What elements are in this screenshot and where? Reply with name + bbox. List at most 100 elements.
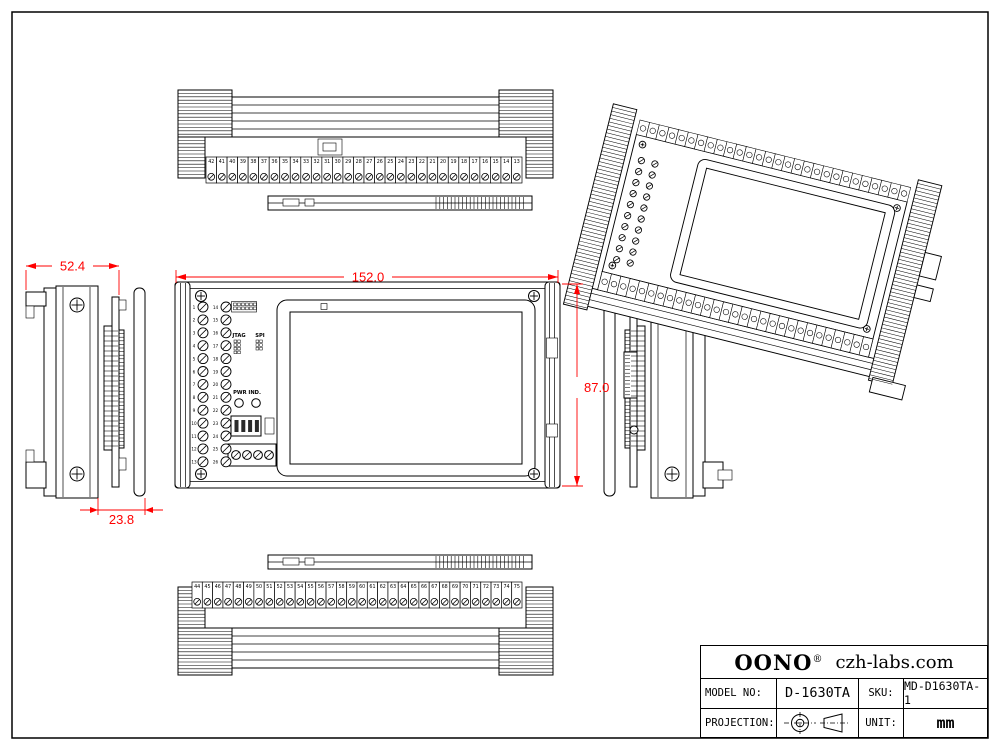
terminal-number: 46 (215, 584, 221, 590)
terminal-number: 44 (194, 584, 200, 590)
terminal-number: 5 (193, 356, 196, 361)
jtag-label: JTAG (231, 333, 245, 339)
front-terminals: 1234567891011121314151617181920212223242… (191, 290, 540, 480)
touchscreen-display (679, 167, 886, 320)
terminal-number: 15 (493, 159, 499, 165)
side-details (69, 297, 124, 482)
terminal-number: 75 (514, 584, 520, 590)
pin (233, 350, 237, 354)
terminal-number: 33 (303, 159, 309, 165)
dip-switch (248, 420, 253, 432)
terminal-number: 38 (250, 159, 256, 165)
dimension-annotations: 152.0 87.0 52.4 23.8 (25, 259, 609, 527)
terminal-number: 9 (193, 408, 196, 413)
terminal-number: 45 (204, 584, 210, 590)
terminal-number: 52 (277, 584, 283, 590)
pin-row (435, 556, 524, 568)
terminal-number: 17 (472, 159, 478, 165)
projection-row: PROJECTION: UNIT: mm (701, 707, 987, 737)
unit-label: UNIT: (858, 708, 903, 737)
terminal-number: 20 (213, 382, 219, 387)
pin (255, 343, 259, 347)
rail-end-bracket-left (562, 103, 638, 311)
terminal-number: 25 (213, 447, 219, 452)
terminal-number: 24 (213, 434, 219, 439)
spi-label: SPI (255, 333, 265, 339)
terminal-number: 28 (356, 159, 362, 165)
terminal-number: 56 (318, 584, 324, 590)
pin (249, 302, 253, 307)
unit-value: mm (903, 708, 987, 737)
brand-logo: OONO® (734, 649, 824, 675)
sheet-border (11, 11, 989, 739)
terminal-number: 59 (349, 584, 355, 590)
terminal-number: 23 (213, 421, 219, 426)
title-block: OONO® czh-labs.com MODEL NO: D-1630TA SK… (700, 645, 988, 738)
terminal-number: 21 (429, 159, 435, 165)
terminal-number: 17 (213, 344, 219, 349)
terminal-number: 16 (213, 331, 219, 336)
terminal-number: 51 (266, 584, 272, 590)
terminal-number: 65 (411, 584, 417, 590)
terminal-number: 69 (452, 584, 458, 590)
third-angle-projection-icon (783, 711, 848, 734)
terminal-number: 3 (193, 331, 196, 336)
pin (233, 343, 237, 347)
pin (237, 302, 241, 307)
terminal-number: 73 (493, 584, 499, 590)
terminal-number: 37 (261, 159, 267, 165)
bracket-hatching (178, 590, 553, 673)
terminal-number: 26 (213, 460, 219, 465)
model-label: MODEL NO: (705, 687, 762, 700)
terminal-number: 1 (193, 305, 196, 310)
dim-front-height: 87.0 (584, 380, 609, 395)
pin (241, 302, 245, 307)
projection-label: PROJECTION: (705, 716, 775, 729)
terminal-number: 32 (314, 159, 320, 165)
terminal-number: 47 (225, 584, 231, 590)
terminal-number: 64 (400, 584, 406, 590)
terminal-number: 50 (256, 584, 262, 590)
terminal-number: 42 (208, 159, 214, 165)
terminal-number: 22 (419, 159, 425, 165)
terminal-number: 36 (271, 159, 277, 165)
connector-block (913, 284, 934, 303)
connector-block (918, 251, 942, 281)
terminal-number: 7 (193, 382, 196, 387)
dim-module-depth: 23.8 (109, 512, 134, 527)
dim-side-depth: 52.4 (60, 259, 85, 274)
pin (237, 306, 241, 311)
terminal-number: 13 (514, 159, 520, 165)
pin (259, 343, 263, 347)
din-rail-body (185, 627, 546, 669)
aux-terminal-block (227, 443, 277, 467)
terminal-number: 62 (380, 584, 386, 590)
terminal-number: 58 (338, 584, 344, 590)
pin (253, 306, 257, 311)
brand-row: OONO® czh-labs.com (701, 646, 987, 679)
left-rail (174, 281, 191, 489)
terminal-number: 53 (287, 584, 293, 590)
terminal-number: 63 (390, 584, 396, 590)
model-value: D-1630TA (776, 679, 858, 708)
terminal-number: 15 (213, 318, 219, 323)
din-clip-top-hook (25, 291, 47, 307)
pin (233, 306, 237, 311)
terminal-cell (511, 156, 523, 184)
sku-label: SKU: (858, 679, 903, 708)
terminal-number: 20 (440, 159, 446, 165)
din-rail-body (185, 96, 546, 138)
pwr-ind-label: PWR IND. (233, 390, 261, 396)
din-clip-bottom-hook (25, 461, 47, 489)
terminal-number: 2 (193, 318, 196, 323)
dip-switch (254, 420, 259, 432)
terminal-number: 12 (191, 447, 197, 452)
terminal-number: 49 (246, 584, 252, 590)
pin (233, 302, 237, 307)
terminal-number: 68 (442, 584, 448, 590)
terminal-number: 22 (213, 408, 219, 413)
